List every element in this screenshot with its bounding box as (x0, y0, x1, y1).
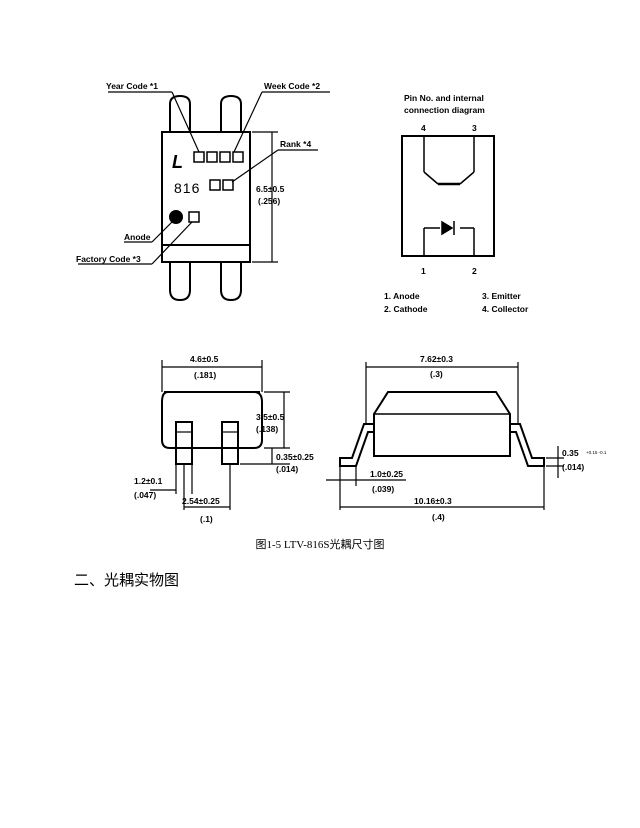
lead-length-mm: 1.0±0.25 (370, 469, 403, 479)
factory-code-label: Factory Code *3 (76, 254, 141, 264)
height-mm-label: 6.5±0.5 (256, 184, 285, 194)
lead-width-in: (.047) (134, 490, 156, 500)
figure-caption: 图1-5 LTV-816S光耦尺寸图 (255, 539, 385, 551)
overall-length-in: (.4) (432, 512, 445, 522)
pin-diagram-title-1: Pin No. and internal (404, 93, 484, 103)
legend-emitter: 3. Emitter (482, 291, 521, 301)
pin-4-label: 4 (421, 123, 426, 133)
pin-diagram (401, 135, 495, 257)
standoff-in: (.014) (276, 464, 298, 474)
pin-2-label: 2 (472, 266, 477, 276)
height-in-label: (.256) (258, 196, 280, 206)
thickness-in: (.014) (562, 462, 584, 472)
pin-3-label: 3 (472, 123, 477, 133)
side-view (339, 391, 545, 467)
body-width-mm: 7.62±0.3 (420, 354, 453, 364)
end-view (161, 391, 263, 465)
top-view (161, 94, 251, 302)
end-height-in: (.138) (256, 424, 278, 434)
pitch-in: (.1) (200, 514, 213, 524)
overall-length-mm: 10.16±0.3 (414, 496, 452, 506)
lead-width-mm: 1.2±0.1 (134, 476, 163, 486)
legend-cathode: 2. Cathode (384, 304, 428, 314)
end-view-dims (150, 360, 290, 510)
end-height-mm: 3.5±0.5 (256, 412, 285, 422)
standoff-mm: 0.35±0.25 (276, 452, 314, 462)
mark-letter: L (172, 152, 183, 172)
top-view-leaders (78, 91, 330, 265)
body-width-in: (.3) (430, 369, 443, 379)
legend-collector: 4. Collector (482, 304, 529, 314)
pitch-mm: 2.54±0.25 (182, 496, 220, 506)
side-view-dims (326, 362, 564, 510)
pin-1-label: 1 (421, 266, 426, 276)
section-heading: 二、光耦实物图 (74, 571, 180, 589)
mark-number: 816 (174, 180, 200, 196)
package-dimension-drawing: L 816 Year Code *1 Week Code *2 Rank *4 … (76, 81, 607, 524)
thickness-tol: +0.15 -0.1 (586, 450, 607, 455)
anode-label: Anode (124, 232, 151, 242)
thickness-mm: 0.35 (562, 448, 579, 458)
end-width-in: (.181) (194, 370, 216, 380)
lead-length-in: (.039) (372, 484, 394, 494)
year-code-label: Year Code *1 (106, 81, 158, 91)
end-width-mm: 4.6±0.5 (190, 354, 219, 364)
pin-diagram-title-2: connection diagram (404, 105, 485, 115)
rank-label: Rank *4 (280, 139, 311, 149)
week-code-label: Week Code *2 (264, 81, 320, 91)
legend-anode: 1. Anode (384, 291, 420, 301)
